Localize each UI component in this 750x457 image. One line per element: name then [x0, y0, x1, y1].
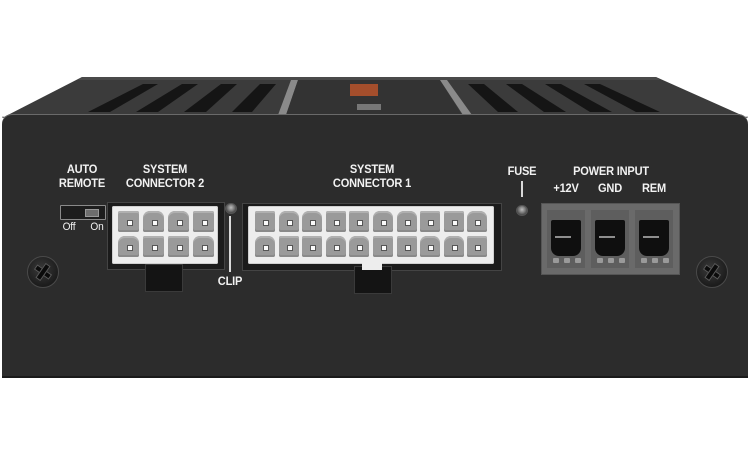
- top-heatsink-grille: [2, 77, 748, 118]
- terminal-contact: [555, 236, 571, 238]
- screw-right-icon: [696, 256, 728, 288]
- terminal-socket: [639, 220, 669, 256]
- pin: [420, 211, 441, 232]
- pin: [443, 236, 464, 257]
- pin: [349, 236, 370, 257]
- screw-left-icon: [27, 256, 59, 288]
- terminal-plus12v[interactable]: [547, 210, 585, 268]
- system-connector-1-label-line1: SYSTEM: [349, 162, 395, 176]
- system-connector-2-latch: [145, 264, 183, 292]
- fuse-leader-line: [521, 181, 523, 197]
- switch-on-label: On: [90, 221, 104, 233]
- pin: [396, 211, 417, 232]
- pin: [278, 211, 299, 232]
- terminal-rem[interactable]: [635, 210, 673, 268]
- clip-leader-line: [229, 216, 231, 272]
- pin: [168, 211, 189, 232]
- fuse-led-indicator-icon: [516, 205, 528, 216]
- pin: [255, 211, 275, 232]
- pin: [325, 211, 346, 232]
- pin: [443, 211, 464, 232]
- switch-off-label: Off: [62, 221, 76, 233]
- system-connector-1-pins: [255, 211, 488, 257]
- terminal-contact: [643, 236, 659, 238]
- terminal-socket: [551, 220, 581, 256]
- pin: [143, 236, 164, 257]
- terminal-teeth: [597, 258, 625, 264]
- terminal-gnd[interactable]: [591, 210, 629, 268]
- system-connector-2-label: SYSTEM CONNECTOR 2: [116, 162, 214, 190]
- pin: [118, 211, 139, 232]
- auto-remote-switch[interactable]: [60, 205, 106, 220]
- pin: [349, 211, 370, 232]
- system-connector-2-pins: [118, 211, 214, 257]
- plus12v-label: +12V: [553, 181, 579, 195]
- terminal-teeth: [553, 258, 581, 264]
- system-connector-1[interactable]: [248, 206, 494, 270]
- pin: [168, 236, 189, 257]
- terminal-contact: [599, 236, 615, 238]
- auto-remote-label: AUTO REMOTE: [54, 162, 109, 190]
- system-connector-2-label-line1: SYSTEM: [142, 162, 188, 176]
- pin: [143, 211, 164, 232]
- pin: [467, 211, 488, 232]
- pin: [467, 236, 488, 257]
- pin: [372, 236, 393, 257]
- system-connector-1-label-line2: CONNECTOR 1: [332, 176, 412, 190]
- auto-remote-label-line1: AUTO: [66, 162, 98, 176]
- pin: [278, 236, 299, 257]
- pin: [372, 211, 393, 232]
- clip-label: CLIP: [217, 274, 243, 288]
- system-connector-2[interactable]: [112, 206, 218, 264]
- pin: [325, 236, 346, 257]
- system-connector-2-label-line2: CONNECTOR 2: [125, 176, 205, 190]
- clip-led-indicator-icon: [225, 203, 237, 214]
- system-connector-1-latch: [354, 266, 392, 294]
- rem-label: REM: [641, 181, 666, 195]
- pin: [255, 236, 275, 257]
- power-input-connector[interactable]: [541, 203, 680, 275]
- terminal-socket: [595, 220, 625, 256]
- pin: [302, 236, 323, 257]
- pin: [396, 236, 417, 257]
- switch-knob[interactable]: [85, 209, 99, 217]
- pin: [118, 236, 139, 257]
- auto-remote-label-line2: REMOTE: [58, 176, 106, 190]
- system-connector-1-label: SYSTEM CONNECTOR 1: [315, 162, 429, 190]
- connector-notch: [362, 262, 382, 270]
- fuse-label: FUSE: [507, 164, 537, 178]
- pin: [420, 236, 441, 257]
- terminal-teeth: [641, 258, 669, 264]
- gnd-label: GND: [597, 181, 622, 195]
- pin: [302, 211, 323, 232]
- power-input-label: POWER INPUT: [573, 164, 649, 178]
- pin: [193, 236, 214, 257]
- pin: [193, 211, 214, 232]
